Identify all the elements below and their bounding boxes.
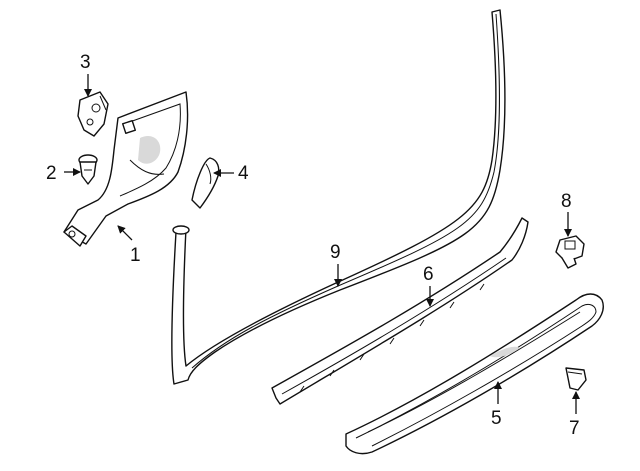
part-4-trim-cap xyxy=(191,157,220,209)
leader-1 xyxy=(117,225,133,241)
part-6-sill-strip xyxy=(271,217,529,405)
callout-2: 2 xyxy=(46,163,57,184)
leader-lines xyxy=(64,74,580,414)
callout-5: 5 xyxy=(491,408,502,429)
callout-7: 7 xyxy=(569,418,580,439)
callout-3: 3 xyxy=(80,52,91,73)
part-2-clip xyxy=(78,154,98,185)
part-7-fastener xyxy=(565,367,587,391)
callout-labels: 3 2 4 1 9 6 8 5 7 xyxy=(46,52,580,439)
callout-4: 4 xyxy=(238,163,249,184)
part-1-pillar-trim xyxy=(63,91,189,247)
part-8-grommet xyxy=(555,235,585,269)
part-5-scuff-plate xyxy=(345,293,604,455)
callout-9: 9 xyxy=(330,242,341,263)
part-9-weatherstrip xyxy=(171,9,506,385)
part-3-bracket xyxy=(77,91,109,137)
callout-1: 1 xyxy=(130,245,141,266)
callout-6: 6 xyxy=(423,264,434,285)
callout-8: 8 xyxy=(561,191,572,212)
